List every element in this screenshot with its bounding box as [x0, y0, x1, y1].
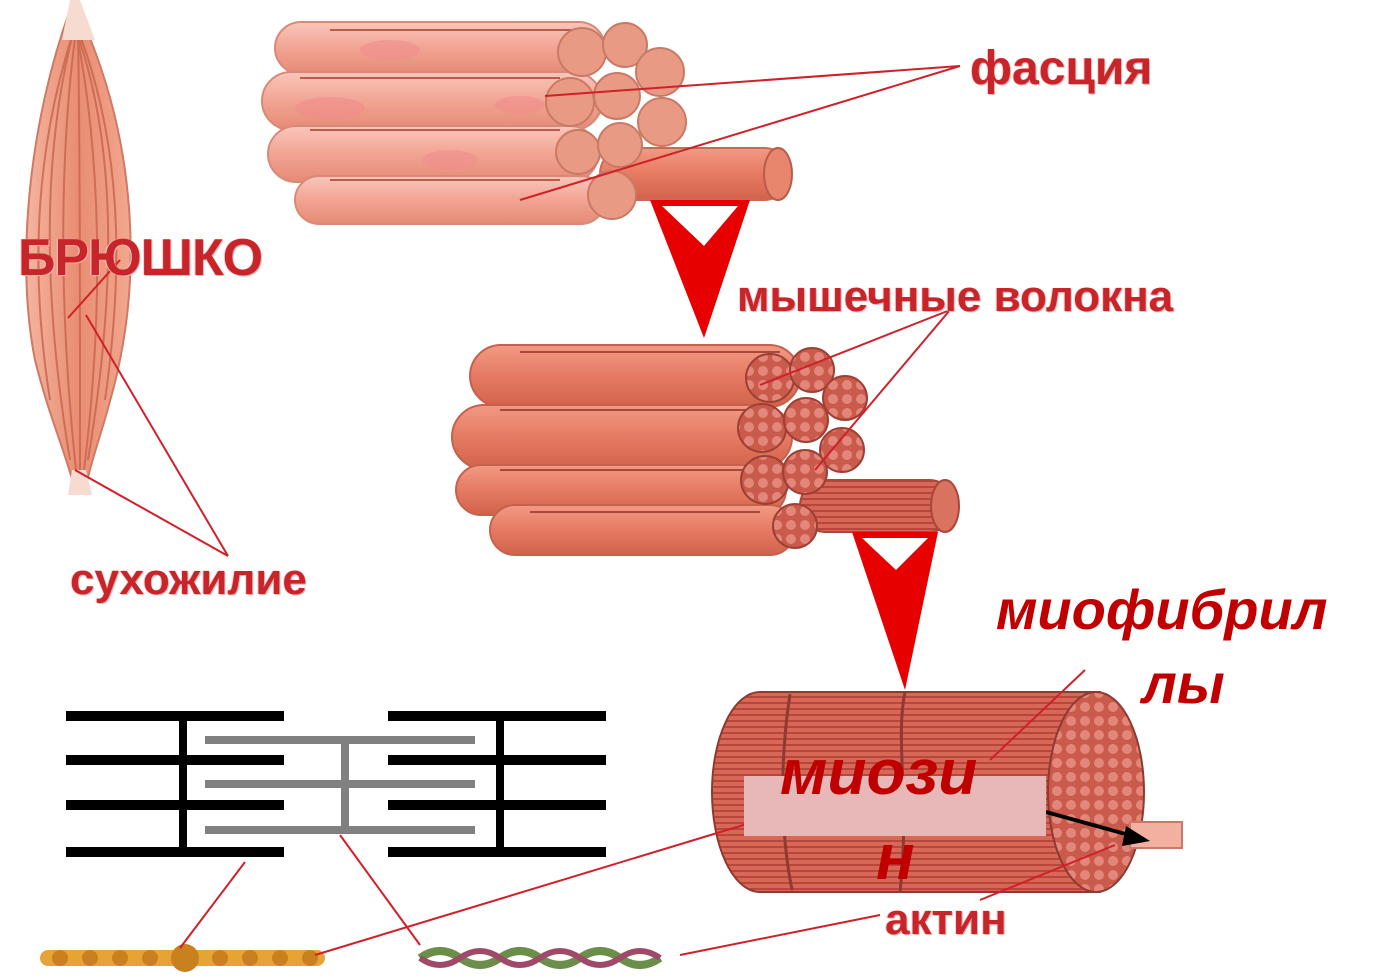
fascicle-bundle: [262, 22, 792, 224]
actin-filament: [420, 951, 660, 965]
myofibrils-label-line2: лы: [1142, 656, 1225, 712]
muscle-fiber-bundle: [452, 345, 959, 555]
muscle-fibers-label: мышечные волокна: [737, 275, 1173, 319]
myosin-label-line1: миози: [780, 740, 977, 804]
actin-label: актин: [885, 898, 1007, 942]
belly-label: БРЮШКО: [18, 232, 262, 284]
myofibrils-label-line1: миофибрил: [996, 582, 1328, 638]
tendon-label: сухожилие: [70, 558, 307, 602]
down-arrow-icon: [852, 532, 938, 690]
down-arrow-icon: [650, 200, 750, 338]
fascia-label: фасция: [970, 45, 1152, 93]
myosin-filament: [40, 944, 325, 972]
sarcomere-diagram: [66, 716, 606, 852]
myosin-label-line2: н: [876, 825, 915, 889]
